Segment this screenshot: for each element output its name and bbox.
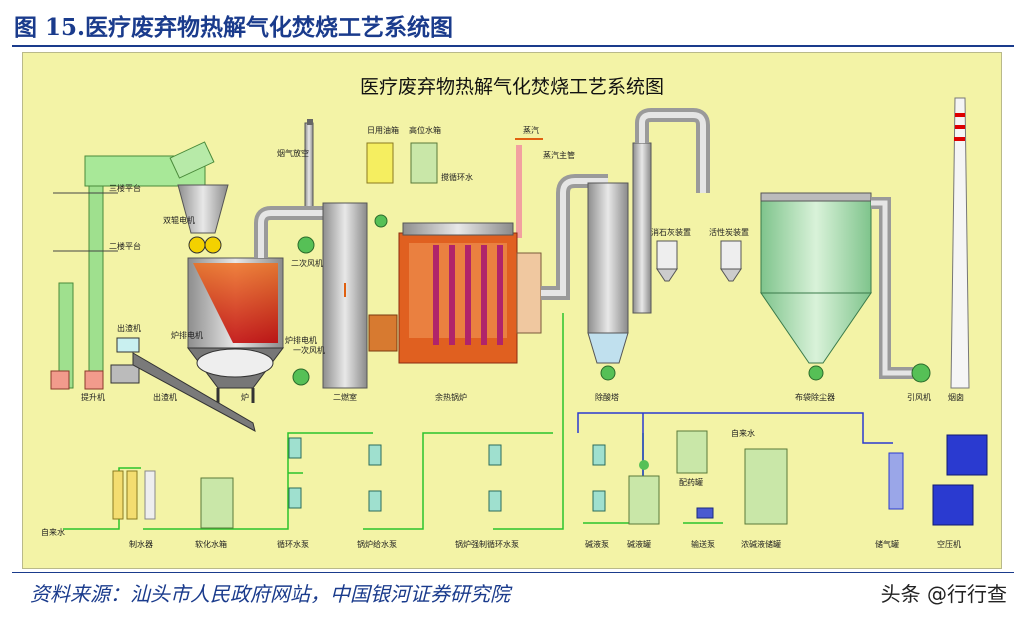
blue-pipes <box>577 412 893 493</box>
carbon-device <box>720 240 742 282</box>
source-rule <box>12 572 1014 573</box>
label-circ-pump: 循环水泵 <box>277 539 309 549</box>
transfer-pump <box>696 507 714 519</box>
alkali-tank <box>628 460 660 525</box>
source-note: 资料来源：汕头市人民政府网站，中国银河证券研究院 <box>30 582 510 606</box>
label-steam-main: 蒸汽主管 <box>543 150 575 160</box>
label-alkali-pump: 碱液泵 <box>585 539 609 549</box>
label-secondary-chamber: 二燃室 <box>333 392 357 402</box>
label-furnace-motor-1: 炉排电机 <box>171 330 203 340</box>
label-lime-device: 消石灰装置 <box>651 227 691 237</box>
label-furnace-motor-2: 炉排电机 <box>285 335 317 345</box>
secondary-chamber <box>322 202 368 389</box>
ash-extractor <box>110 337 256 432</box>
diagram-title: 医疗废弃物热解气化焚烧工艺系统图 <box>360 76 664 98</box>
watermark: 头条 @行行查 <box>880 582 1007 606</box>
label-water-maker: 制水器 <box>129 539 153 549</box>
boiler-feed-pumps <box>368 444 382 512</box>
primary-fan <box>292 368 310 386</box>
label-secondary-fan: 二次风机 <box>291 258 323 268</box>
label-dosing-tank: 配药罐 <box>679 477 703 487</box>
softened-water-tank <box>200 477 234 529</box>
label-circulating-water: 搅循环水 <box>441 172 473 182</box>
label-gas-tank: 储气罐 <box>875 539 899 549</box>
title-rule <box>12 45 1014 47</box>
daily-oil-tank <box>366 142 394 184</box>
boiler-forced-pumps <box>488 444 502 512</box>
label-gasifier: 炉 <box>241 392 249 402</box>
circ-pumps <box>288 437 302 509</box>
label-hoist: 提升机 <box>81 392 105 402</box>
process-diagram: 医疗废弃物热解气化焚烧工艺系统图 三楼平台 二楼平台 提升机 双辊电机 炉 炉排… <box>22 52 1002 569</box>
label-transfer-pump: 输送泵 <box>691 539 715 549</box>
dosing-tank <box>676 430 708 474</box>
label-chimney: 烟囱 <box>948 392 964 402</box>
label-second-floor: 二楼平台 <box>109 241 141 251</box>
label-slag-conveyor: 出渣机 <box>153 392 177 402</box>
label-tap-water: 自来水 <box>731 428 755 438</box>
label-induced-fan: 引风机 <box>907 392 931 402</box>
label-tap-water-in: 自来水 <box>41 527 65 537</box>
label-deacid-tower: 除酸塔 <box>595 392 619 402</box>
waste-heat-boiler <box>368 222 542 364</box>
water-pipes <box>63 313 723 530</box>
label-steam: 蒸汽 <box>523 125 539 135</box>
conc-alkali-tank <box>744 448 788 525</box>
label-boiler-forced-pump: 锅炉强制循环水泵 <box>455 539 519 549</box>
lime-device <box>656 240 678 282</box>
label-bag-filter: 布袋除尘器 <box>795 392 835 402</box>
label-ash-extractor: 出渣机 <box>117 323 141 333</box>
secondary-fan <box>297 236 315 254</box>
deacid-tower <box>587 108 710 381</box>
high-water-tank <box>410 142 438 184</box>
label-alkali-tank: 碱液罐 <box>627 539 651 549</box>
gasifier <box>187 257 284 403</box>
feed-hopper <box>169 141 229 254</box>
label-daily-oil-tank: 日用油箱 <box>367 125 399 135</box>
water-maker <box>112 470 156 520</box>
gas-tank <box>888 452 904 510</box>
label-waste-heat-boiler: 余热锅炉 <box>435 392 467 402</box>
alkali-pumps <box>592 444 606 512</box>
air-compressors <box>932 434 988 526</box>
label-third-floor: 三楼平台 <box>109 183 141 193</box>
bag-filter <box>760 192 913 381</box>
label-flue-vent: 烟气放空 <box>277 148 309 158</box>
label-boiler-feed-pump: 锅炉给水泵 <box>357 539 397 549</box>
label-primary-fan: 一次风机 <box>293 345 325 355</box>
label-hopper-motor: 双辊电机 <box>163 215 195 225</box>
label-high-water-tank: 高位水箱 <box>409 125 441 135</box>
chimney <box>950 97 970 389</box>
label-softened-tank: 软化水箱 <box>195 539 227 549</box>
figure-title: 图 15.医疗废弃物热解气化焚烧工艺系统图 <box>14 14 454 41</box>
flue-ducts <box>254 119 328 258</box>
induced-fan <box>911 363 931 383</box>
label-conc-alkali-tank: 浓碱液储罐 <box>741 539 781 549</box>
label-carbon-device: 活性炭装置 <box>709 227 749 237</box>
label-air-compressor: 空压机 <box>937 539 961 549</box>
